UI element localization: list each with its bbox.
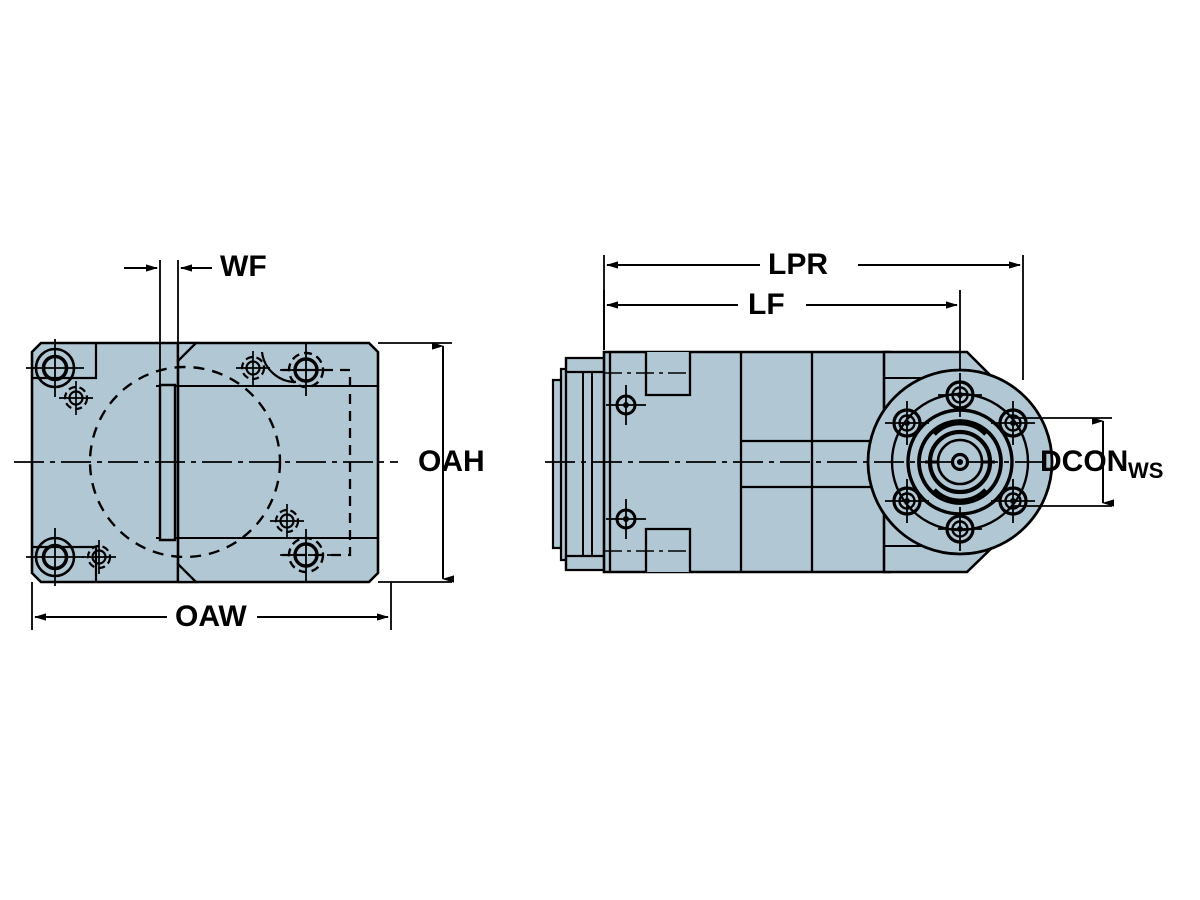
- front-corner-bore-bottom-left: [26, 528, 84, 586]
- front-tapped-hole-upper-mid: [236, 351, 270, 385]
- front-corner-bore-top-left: [26, 339, 84, 397]
- dimension-wf: WF: [124, 250, 267, 388]
- dimension-label-dcon: DCON: [1040, 445, 1128, 478]
- side-view: [545, 350, 1054, 574]
- front-view: [14, 339, 398, 586]
- front-step-lines: [156, 385, 378, 539]
- side-notch-centerlines: [604, 372, 690, 552]
- front-tapped-hole-upper-left: [59, 381, 93, 415]
- dimension-label-lpr: LPR: [768, 248, 828, 281]
- front-hidden-bore: [88, 365, 282, 559]
- front-corner-bore-top-right: [280, 344, 332, 396]
- front-corner-bore-bottom-right: [280, 529, 332, 581]
- side-flange-bolt-lower-right: [991, 479, 1035, 523]
- front-tapped-hole-lower-mid: [270, 504, 304, 538]
- dimension-oah: OAH: [378, 342, 485, 583]
- dimension-lf: LF: [603, 288, 961, 370]
- dimension-label-wf: WF: [220, 250, 267, 283]
- dimension-label-lf: LF: [748, 288, 785, 321]
- dimension-label-dcon-subscript: WS: [1128, 458, 1163, 483]
- dimension-label-oah: OAH: [418, 445, 485, 478]
- side-coupling-drive-slots: [932, 420, 988, 504]
- side-flange-bolt-top: [938, 373, 982, 417]
- dimension-dcon-ws: DCON WS: [1013, 417, 1163, 507]
- front-arc-detail: [260, 351, 297, 384]
- dimension-label-oaw: OAW: [175, 600, 247, 633]
- dimension-lpr: LPR: [603, 248, 1024, 380]
- front-view-dimensions: WF OAH OAW: [31, 250, 485, 633]
- side-rear-hole-lower: [606, 499, 646, 539]
- side-view-dimensions: LPR LF DCON WS: [603, 248, 1163, 507]
- dimension-oaw: OAW: [31, 582, 392, 633]
- side-rear-inner-lines: [582, 372, 593, 556]
- side-flange-bolt-bottom: [938, 507, 982, 551]
- side-rear-hole-upper: [606, 385, 646, 425]
- side-flange-bolt-lower-left: [885, 479, 929, 523]
- front-tapped-hole-lower-left: [82, 540, 116, 574]
- side-flange-bolt-upper-left: [885, 401, 929, 445]
- side-spindle-shaft: [741, 439, 888, 489]
- side-flange-bolt-upper-right: [991, 401, 1035, 445]
